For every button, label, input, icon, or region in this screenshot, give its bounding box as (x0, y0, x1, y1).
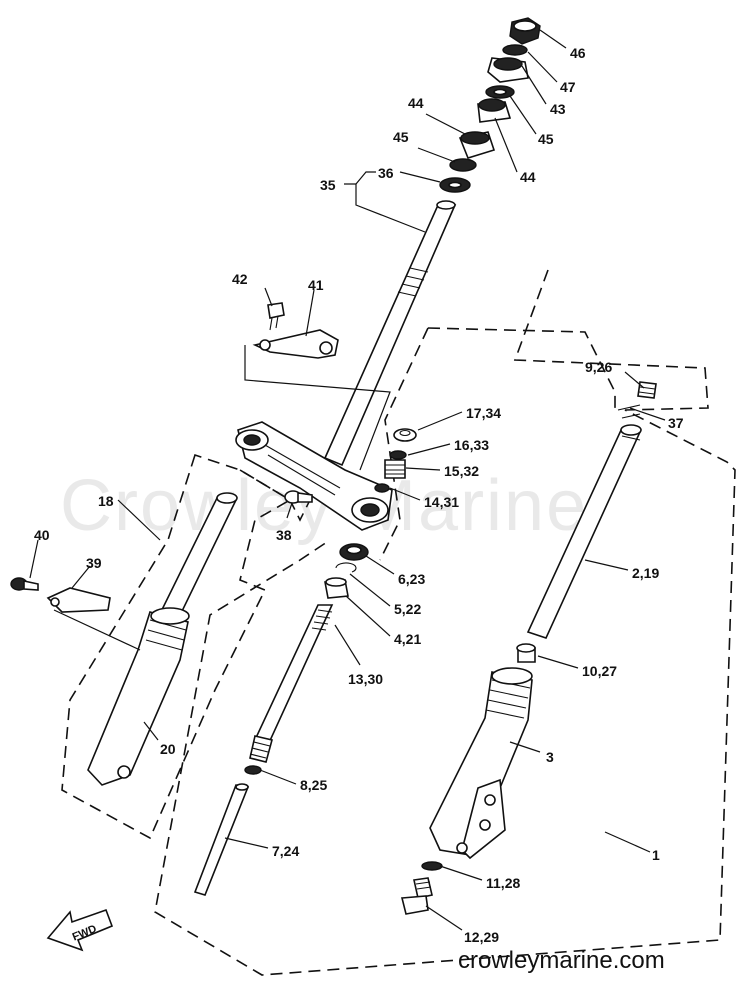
washer-part-14-31 (374, 483, 390, 493)
callout-labels: 46 47 43 45 44 45 44 36 35 42 41 9,26 37… (34, 45, 684, 945)
bolt-part-40 (10, 577, 39, 591)
collar-part-10-27 (516, 643, 536, 663)
callout-36: 36 (378, 165, 394, 181)
bearing-race-part-44 (477, 98, 512, 123)
ball-bearing-part-45 (485, 85, 515, 99)
callout-6-23: 6,23 (398, 571, 425, 587)
bolt-part-42 (267, 302, 285, 331)
callout-40: 40 (34, 527, 50, 543)
callout-7-24: 7,24 (272, 843, 299, 859)
callout-46: 46 (570, 45, 586, 61)
callout-3: 3 (546, 749, 554, 765)
group-boundary-right-fork (154, 269, 736, 976)
callout-13-30: 13,30 (348, 671, 383, 687)
callout-45-lower: 45 (393, 129, 409, 145)
group-boundary-inner-tube (427, 327, 616, 410)
under-bracket-part (235, 421, 393, 531)
oil-seal-part-6-23 (339, 543, 369, 561)
bolt-part-38 (284, 490, 313, 504)
callout-1: 1 (652, 847, 660, 863)
bolt-part-12-29 (400, 877, 433, 915)
callout-39: 39 (86, 555, 102, 571)
callout-18: 18 (98, 493, 114, 509)
bearing-cone-part-43 (487, 57, 529, 83)
callout-12-29: 12,29 (464, 929, 499, 945)
left-outer-tube-part-20 (87, 607, 190, 786)
brake-hose-guide-part-39 (46, 587, 111, 613)
cap-part-17-34 (393, 428, 417, 442)
steering-nut-part (509, 17, 541, 45)
bearing-race-lower-part-44 (458, 131, 496, 159)
fwd-arrow-icon: FWD (46, 908, 114, 952)
callout-20: 20 (160, 741, 176, 757)
spring-part-37 (617, 404, 641, 419)
callout-42: 42 (232, 271, 248, 287)
inner-tube-part-2-19 (526, 424, 642, 639)
site-footer-text: crowleymarine.com (458, 947, 665, 974)
spring-part-8-25 (244, 765, 262, 775)
seal-part-36 (439, 177, 471, 193)
callout-2-19: 2,19 (632, 565, 659, 581)
clip-part-5-22 (335, 562, 357, 573)
callout-5-22: 5,22 (394, 601, 421, 617)
bushing-part-4-21 (324, 577, 349, 599)
cap-part-9-26 (637, 381, 657, 399)
callout-47: 47 (560, 79, 576, 95)
callout-10-27: 10,27 (582, 663, 617, 679)
callout-4-21: 4,21 (394, 631, 421, 647)
bracket-part-41 (252, 329, 339, 359)
callout-9-26: 9,26 (585, 359, 612, 375)
callout-44-upper: 44 (408, 95, 424, 111)
washer-part-11-28 (421, 861, 443, 871)
ball-bearing-lower-part-45 (449, 158, 477, 172)
bolt-part-15-32 (384, 459, 406, 479)
rod-part-7-24 (193, 783, 250, 896)
callout-43: 43 (550, 101, 566, 117)
bracket-link-line (244, 345, 391, 471)
callout-37: 37 (668, 415, 684, 431)
callout-17-34: 17,34 (466, 405, 501, 421)
callout-15-32: 15,32 (444, 463, 479, 479)
outer-tube-part-3 (429, 667, 533, 860)
damper-rod-part-13-30 (249, 604, 334, 763)
callout-45-upper: 45 (538, 131, 554, 147)
callout-14-31: 14,31 (424, 494, 459, 510)
callout-41: 41 (308, 277, 324, 293)
washer-part-47 (502, 44, 528, 56)
callout-38: 38 (276, 527, 292, 543)
callout-44-lower: 44 (520, 169, 536, 185)
leader-lines (29, 29, 666, 931)
callout-35: 35 (320, 177, 336, 193)
steering-stem-part (323, 200, 457, 467)
callout-8-25: 8,25 (300, 777, 327, 793)
callout-11-28: 11,28 (486, 875, 520, 891)
oring-part-16-33 (389, 450, 407, 460)
callout-16-33: 16,33 (454, 437, 489, 453)
